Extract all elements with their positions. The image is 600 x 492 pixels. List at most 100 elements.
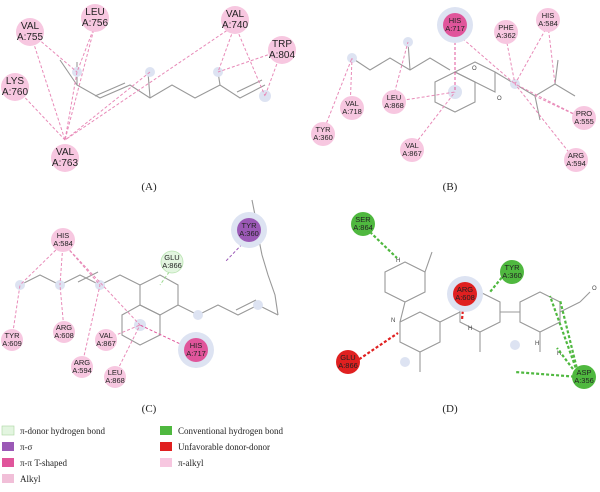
svg-text:A:608: A:608 <box>455 293 475 302</box>
atom-o-d: O <box>592 286 597 292</box>
svg-text:GLU: GLU <box>164 253 179 262</box>
residue-leu-868: LEU A:868 <box>382 90 406 114</box>
svg-text:A:362: A:362 <box>496 31 516 40</box>
svg-text:A:866: A:866 <box>162 261 182 270</box>
residue-pro-555: PRO A:555 <box>572 106 596 130</box>
svg-text:VAL: VAL <box>99 331 113 340</box>
svg-text:A:804: A:804 <box>269 50 296 61</box>
legend: π-donor hydrogen bond π-σ π-π T-shaped A… <box>1 425 283 484</box>
residue-val-740: VAL A:740 <box>221 6 249 34</box>
svg-text:A:867: A:867 <box>402 149 422 158</box>
residue-his-584-c: HIS A:584 <box>51 228 75 252</box>
residue-tyr-360-d: TYR A:360 <box>500 260 524 284</box>
svg-text:A:555: A:555 <box>574 117 594 126</box>
residue-his-717-c: HIS A:717 <box>178 332 214 368</box>
svg-text:A:360: A:360 <box>502 271 522 280</box>
panel-label-b: (B) <box>443 181 458 193</box>
svg-text:π-π T-shaped: π-π T-shaped <box>20 458 67 468</box>
svg-text:Unfavorable donor-donor: Unfavorable donor-donor <box>178 442 270 452</box>
svg-text:ASP: ASP <box>576 368 591 377</box>
atom-h-d-2: H <box>468 326 472 332</box>
svg-text:ARG: ARG <box>457 285 473 294</box>
svg-text:π-donor hydrogen bond: π-donor hydrogen bond <box>20 426 106 436</box>
residue-trp-804: TRP A:804 <box>268 36 296 64</box>
svg-text:GLU: GLU <box>340 353 355 362</box>
svg-text:HIS: HIS <box>57 231 70 240</box>
panel-label-c: (C) <box>142 403 157 415</box>
svg-text:ARG: ARG <box>74 358 90 367</box>
residue-arg-608-d: ARG A:608 <box>447 276 483 312</box>
svg-text:HIS: HIS <box>449 16 462 25</box>
svg-text:A:594: A:594 <box>566 159 586 168</box>
interactions-b <box>322 24 583 161</box>
residue-tyr-360: TYR A:360 <box>311 122 335 146</box>
legend-item-conventional-hbond: Conventional hydrogen bond <box>160 426 283 436</box>
svg-text:ARG: ARG <box>56 323 72 332</box>
svg-text:VAL: VAL <box>345 99 359 108</box>
residue-asp-356-d: ASP A:356 <box>572 365 596 389</box>
svg-text:A:740: A:740 <box>222 20 249 31</box>
legend-item-pi-sigma: π-σ <box>2 442 33 452</box>
residue-lys-760: LYS A:760 <box>1 73 29 101</box>
svg-text:TYR: TYR <box>316 125 332 134</box>
residue-val-755: VAL A:755 <box>16 18 44 46</box>
svg-text:A:584: A:584 <box>53 239 73 248</box>
svg-text:A:594: A:594 <box>72 366 92 375</box>
legend-item-alkyl: Alkyl <box>2 474 41 484</box>
svg-text:A:717: A:717 <box>186 349 206 358</box>
svg-text:LEU: LEU <box>85 7 104 18</box>
panel-c: HIS A:584 GLU A:866 TYR A:360 TYR A:609 … <box>1 199 279 415</box>
svg-text:A:717: A:717 <box>445 24 465 33</box>
residue-val-867: VAL A:867 <box>400 138 424 162</box>
svg-text:π-alkyl: π-alkyl <box>178 458 204 468</box>
residue-ser-864-d: SER A:864 <box>351 212 375 236</box>
svg-text:A:360: A:360 <box>313 133 333 142</box>
svg-text:VAL: VAL <box>405 141 419 150</box>
svg-text:VAL: VAL <box>56 147 75 158</box>
svg-text:A:868: A:868 <box>384 101 404 110</box>
residue-val-763: VAL A:763 <box>51 144 79 172</box>
svg-text:TRP: TRP <box>272 39 292 50</box>
residue-tyr-360-c: TYR A:360 <box>231 212 267 248</box>
legend-item-pi-pi-t: π-π T-shaped <box>2 458 67 468</box>
svg-text:Conventional hydrogen bond: Conventional hydrogen bond <box>178 426 283 436</box>
svg-text:A:756: A:756 <box>82 18 109 29</box>
svg-text:TYR: TYR <box>505 263 521 272</box>
svg-text:SER: SER <box>355 215 371 224</box>
atom-o-b: O <box>472 66 477 72</box>
svg-text:A:866: A:866 <box>338 361 358 370</box>
atom-h-d-3: H <box>535 341 539 347</box>
legend-item-unfavorable: Unfavorable donor-donor <box>160 442 270 452</box>
svg-text:A:584: A:584 <box>538 19 558 28</box>
panel-label-d: (D) <box>442 403 458 415</box>
panel-a: VAL A:755 LEU A:756 VAL A:740 TRP A:804 … <box>1 4 296 193</box>
svg-text:ARG: ARG <box>568 151 584 160</box>
residue-val-718: VAL A:718 <box>340 96 364 120</box>
atom-h-d-4: H <box>557 351 561 357</box>
svg-text:A:864: A:864 <box>353 223 373 232</box>
svg-text:TYR: TYR <box>5 331 21 340</box>
svg-text:A:867: A:867 <box>96 339 116 348</box>
residue-phe-362: PHE A:362 <box>494 20 518 44</box>
svg-text:A:718: A:718 <box>342 107 362 116</box>
panel-b: O O HIS A:717 PHE A:362 <box>311 7 596 193</box>
legend-item-pi-alkyl: π-alkyl <box>160 458 204 468</box>
svg-text:A:609: A:609 <box>2 339 22 348</box>
svg-text:A:755: A:755 <box>17 32 44 43</box>
atom-o-b-2: O <box>497 96 502 102</box>
residue-arg-608-c: ARG A:608 <box>53 321 75 343</box>
residue-his-584: HIS A:584 <box>536 8 560 32</box>
residue-arg-594-c: ARG A:594 <box>71 356 93 378</box>
residue-arg-594: ARG A:594 <box>564 148 588 172</box>
atom-h-d-1: H <box>396 258 400 264</box>
svg-text:A:360: A:360 <box>239 229 259 238</box>
svg-text:A:760: A:760 <box>2 87 29 98</box>
residue-his-717: HIS A:717 <box>437 7 473 43</box>
atom-n-d: N <box>391 318 395 324</box>
svg-text:Alkyl: Alkyl <box>20 474 41 484</box>
svg-text:A:608: A:608 <box>54 331 74 340</box>
svg-text:HIS: HIS <box>542 11 555 20</box>
svg-text:VAL: VAL <box>21 21 40 32</box>
residue-leu-756: LEU A:756 <box>81 4 109 32</box>
ligand-b-structure <box>347 37 576 121</box>
